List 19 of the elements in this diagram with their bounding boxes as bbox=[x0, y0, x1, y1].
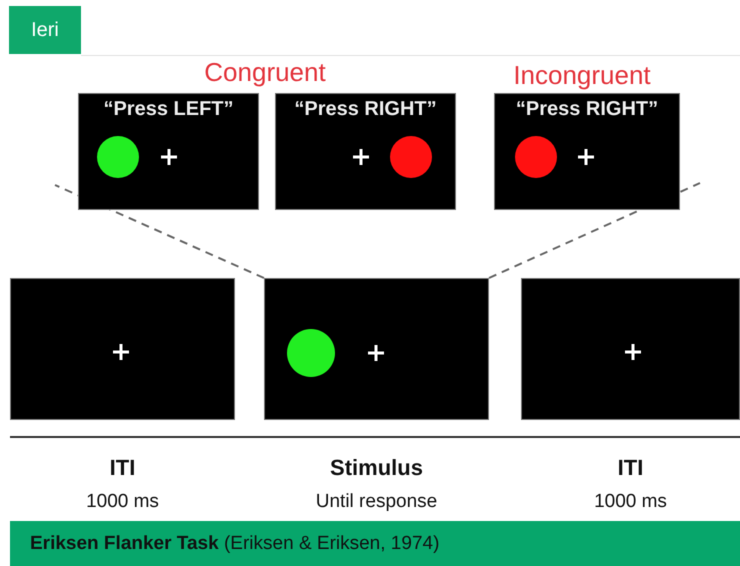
phase-duration: Until response bbox=[314, 491, 438, 513]
phase-name: ITI bbox=[616, 455, 644, 481]
instruction-text: “Press RIGHT” bbox=[293, 98, 438, 121]
screen-box bbox=[78, 93, 259, 210]
caption-text: Eriksen Flanker Task (Eriksen & Eriksen, 1974) bbox=[30, 532, 440, 554]
condition-heading: Incongruent bbox=[512, 60, 652, 91]
phase-duration: 1000 ms bbox=[593, 491, 668, 513]
screen-box bbox=[521, 278, 740, 420]
phase-name: Stimulus bbox=[329, 455, 424, 481]
screen-box bbox=[10, 278, 235, 420]
screen-box bbox=[494, 93, 680, 210]
section-tab: Ieri bbox=[9, 6, 81, 54]
instruction-text: “Press RIGHT” bbox=[514, 98, 660, 121]
phase-duration: 1000 ms bbox=[85, 491, 160, 513]
screen-box bbox=[275, 93, 456, 210]
phase-name: ITI bbox=[108, 455, 136, 481]
instruction-text: “Press LEFT” bbox=[102, 98, 235, 121]
screen-box bbox=[264, 278, 489, 420]
condition-heading: Congruent bbox=[203, 57, 327, 88]
